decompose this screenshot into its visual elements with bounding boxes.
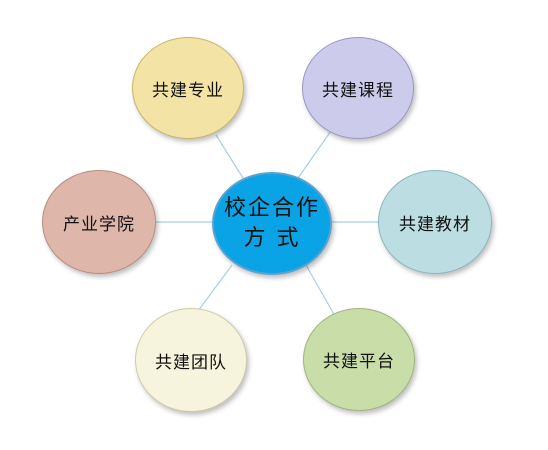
connector-tuandui — [197, 264, 233, 312]
node-gongjian-zhuanye: 共建专业 — [132, 37, 244, 139]
node-gongjian-kecheng: 共建课程 — [302, 37, 414, 139]
node-gongjian-tuandui: 共建团队 — [135, 308, 247, 412]
node-gongjian-pingtai: 共建平台 — [303, 308, 415, 411]
node-label: 共建课程 — [322, 80, 394, 101]
center-label: 校企合作 方 式 — [224, 194, 320, 254]
connector-pingtai — [305, 264, 336, 317]
node-label: 共建专业 — [152, 80, 224, 101]
node-label: 共建平台 — [323, 352, 395, 372]
node-label: 产业学院 — [63, 214, 135, 235]
node-label: 共建教材 — [399, 214, 471, 235]
node-gongjian-jiaocai: 共建教材 — [378, 170, 492, 274]
connector-kecheng — [297, 127, 334, 179]
center-node: 校企合作 方 式 — [212, 172, 332, 275]
center-label-line1: 校企合作 — [223, 195, 320, 221]
node-chanye-xueyuan: 产业学院 — [42, 170, 156, 274]
node-label: 共建团队 — [155, 352, 227, 373]
center-label-line2: 方 式 — [243, 225, 301, 251]
